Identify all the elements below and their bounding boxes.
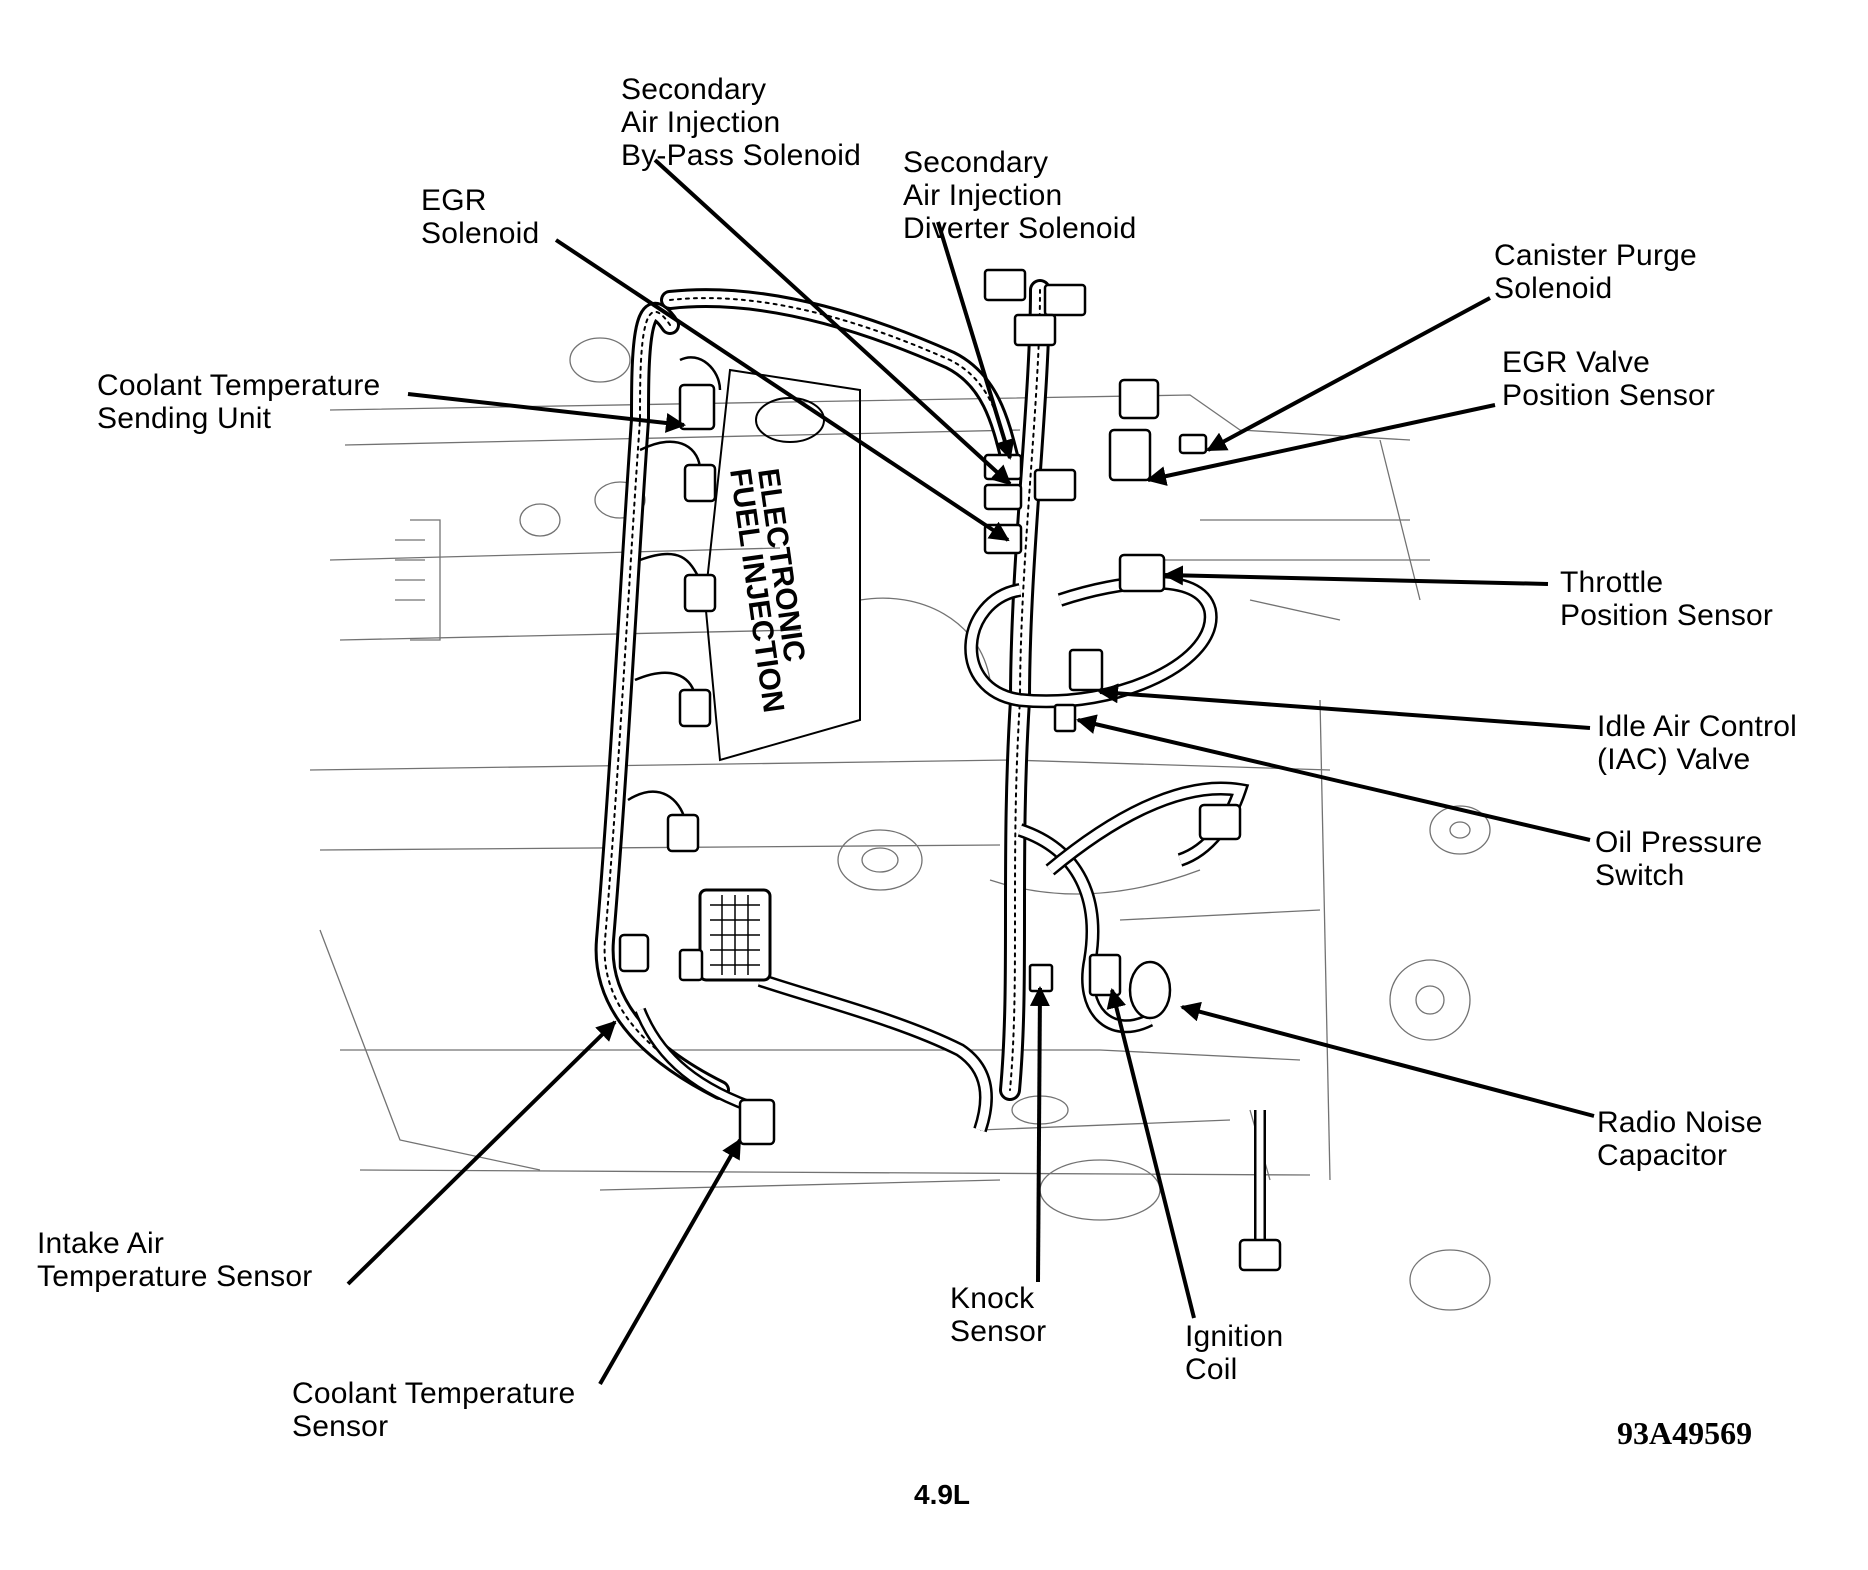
label-canister-purge-solenoid: Canister Purge Solenoid <box>1494 239 1697 305</box>
label-secondary-air-bypass-solenoid: Secondary Air Injection By-Pass Solenoid <box>621 73 861 172</box>
label-idle-air-control-valve: Idle Air Control (IAC) Valve <box>1597 710 1797 776</box>
engine-block-sketch <box>309 337 1491 1311</box>
label-radio-noise-capacitor: Radio Noise Capacitor <box>1597 1106 1763 1172</box>
figure-code: 93A49569 <box>1617 1415 1753 1451</box>
label-throttle-position-sensor: Throttle Position Sensor <box>1560 566 1774 632</box>
label-secondary-air-diverter-solenoid: Secondary Air Injection Diverter Solenoi… <box>903 146 1137 245</box>
label-ignition-coil: Ignition Coil <box>1185 1320 1284 1386</box>
harness-to-connector <box>634 973 993 1133</box>
label-coolant-temperature-sending-unit: Coolant Temperature Sending Unit <box>97 369 381 435</box>
solenoid-connectors <box>618 268 1282 1272</box>
harness-left <box>594 301 730 1100</box>
label-egr-valve-position-sensor: EGR Valve Position Sensor <box>1502 346 1716 412</box>
leader-lines <box>346 158 1595 1385</box>
label-knock-sensor: Knock Sensor <box>950 1282 1047 1348</box>
main-connector <box>698 888 772 982</box>
label-intake-air-temperature-sensor: Intake Air Temperature Sensor <box>37 1227 313 1293</box>
label-oil-pressure-switch: Oil Pressure Switch <box>1595 826 1763 892</box>
harness-lower-right <box>1017 781 1267 1260</box>
label-coolant-temperature-sensor: Coolant Temperature Sensor <box>292 1377 576 1443</box>
engine-size-caption: 4.9L <box>914 1479 971 1510</box>
injector-connectors <box>627 356 722 853</box>
label-egr-solenoid: EGR Solenoid <box>421 184 540 250</box>
